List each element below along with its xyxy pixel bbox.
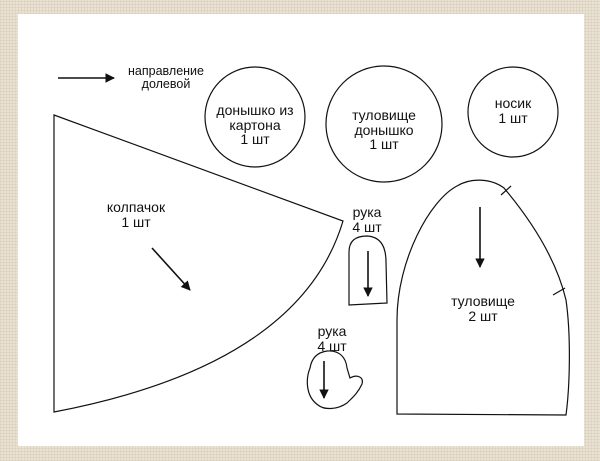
- cap-label: колпачок 1 шт: [88, 200, 184, 229]
- arm-upper-name: рука: [352, 204, 382, 220]
- bottom-cardboard-line1: донышко из: [216, 102, 294, 118]
- arm-upper-qty: 4 шт: [352, 218, 382, 235]
- arm-upper-piece: [348, 235, 388, 306]
- arm-lower-name: рука: [317, 323, 347, 339]
- body-notch-side: [552, 287, 566, 296]
- arm-lower-mitten-piece: [306, 350, 363, 410]
- cap-piece: [53, 114, 344, 413]
- nose-name: носик: [494, 95, 532, 111]
- body-notch-top: [500, 185, 512, 196]
- body-bottom-qty: 1 шт: [369, 136, 399, 153]
- body-label: туловище 2 шт: [430, 294, 536, 323]
- bottom-cardboard-label: донышко из картона 1 шт: [195, 103, 315, 147]
- legend-line2: долевой: [141, 77, 191, 92]
- arm-upper-label: рука 4 шт: [340, 205, 394, 234]
- body-bottom-line1: туловище: [352, 107, 416, 123]
- arm-lower-label: рука 4 шт: [305, 324, 359, 353]
- body-piece: [396, 179, 570, 416]
- bottom-cardboard-piece: [204, 66, 306, 168]
- nose-piece: [467, 66, 559, 158]
- body-name: туловище: [451, 293, 515, 309]
- body-qty: 2 шт: [468, 307, 498, 324]
- grain-direction-legend: направление долевой: [118, 64, 214, 92]
- body-bottom-piece: [325, 65, 443, 183]
- bottom-cardboard-qty: 1 шт: [240, 131, 270, 148]
- body-bottom-label: туловище донышко 1 шт: [329, 108, 439, 152]
- nose-qty: 1 шт: [498, 109, 528, 126]
- body-bottom-line2: донышко: [354, 121, 414, 138]
- cap-name: колпачок: [106, 199, 166, 215]
- nose-label: носик 1 шт: [473, 96, 553, 125]
- pattern-sheet: [18, 14, 584, 446]
- cap-grain-arrow-icon: [151, 247, 191, 291]
- arm-lower-qty: 4 шт: [317, 337, 347, 354]
- cap-qty: 1 шт: [121, 213, 151, 230]
- legend-line1: направление: [128, 64, 204, 78]
- bottom-cardboard-line2: картона: [229, 116, 281, 133]
